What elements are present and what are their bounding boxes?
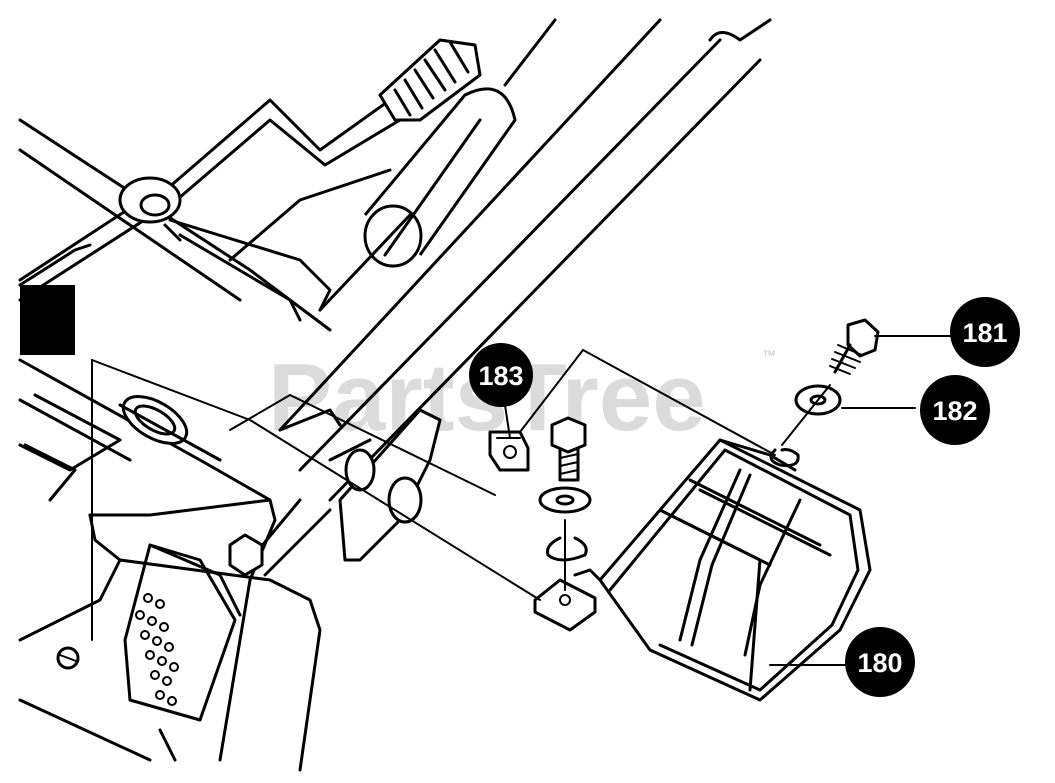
pivot-collar (118, 176, 182, 242)
cable-spool (118, 395, 222, 462)
callout-183-badge[interactable]: 183 (469, 343, 533, 407)
hex-bolt (550, 416, 587, 482)
wire-rack-180 (573, 438, 872, 702)
spring-bolt-181 (829, 318, 880, 375)
square-nut-plate (533, 578, 597, 632)
callout-183-label: 183 (478, 361, 523, 391)
handle-knob (328, 408, 442, 562)
callout-181-badge[interactable]: 181 (950, 297, 1020, 367)
main-handle-tube (248, 18, 772, 577)
lock-washer (546, 536, 588, 562)
deck-shadow (20, 285, 75, 355)
rubber-grip (378, 38, 482, 122)
callout-182-label: 182 (932, 396, 977, 426)
callout-182-badge[interactable]: 182 (920, 375, 990, 445)
callout-181-label: 181 (962, 318, 1007, 348)
upper-lock-ring (769, 448, 800, 467)
tube-cylinder (363, 87, 517, 268)
vent-panel (123, 543, 242, 722)
deck-bolt (56, 646, 80, 670)
leader-lines (229, 335, 951, 666)
deck-hex-bolt (228, 533, 264, 577)
cable-top (503, 18, 557, 87)
callout-180-label: 180 (857, 648, 902, 678)
callout-180-badge[interactable]: 180 (845, 627, 915, 697)
flat-washer (538, 486, 592, 514)
watermark-trademark: ™ (762, 347, 776, 363)
